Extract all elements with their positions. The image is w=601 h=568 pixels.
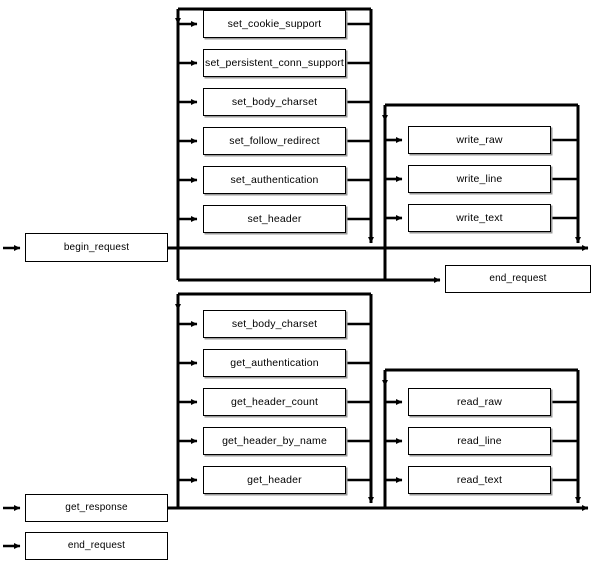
node-end-request-top[interactable]: end_request (445, 265, 591, 293)
node-label: end_request (489, 273, 547, 284)
node-label: set_follow_redirect (229, 134, 320, 147)
node-set-persistent-conn-support[interactable]: set_persistent_conn_support (203, 49, 346, 77)
node-get-response[interactable]: get_response (25, 494, 168, 522)
node-label: set_cookie_support (227, 17, 322, 30)
node-get-header[interactable]: get_header (203, 466, 346, 494)
node-label: write_raw (456, 133, 503, 146)
node-read-raw[interactable]: read_raw (408, 388, 551, 416)
node-begin-request[interactable]: begin_request (25, 233, 168, 262)
node-label: set_header (247, 212, 302, 225)
node-label: get_header_count (230, 395, 319, 408)
node-label: set_body_charset (231, 317, 318, 330)
node-label: get_authentication (230, 356, 319, 369)
node-get-header-count[interactable]: get_header_count (203, 388, 346, 416)
node-end-request-bottom[interactable]: end_request (25, 532, 168, 560)
node-label: read_text (456, 473, 503, 486)
node-get-authentication[interactable]: get_authentication (203, 349, 346, 377)
node-set-header[interactable]: set_header (203, 205, 346, 233)
node-label: write_line (456, 172, 503, 185)
node-set-follow-redirect[interactable]: set_follow_redirect (203, 127, 346, 155)
node-set-body-charset-response[interactable]: set_body_charset (203, 310, 346, 338)
node-set-cookie-support[interactable]: set_cookie_support (203, 10, 346, 38)
node-read-line[interactable]: read_line (408, 427, 551, 455)
node-set-body-charset[interactable]: set_body_charset (203, 88, 346, 116)
node-get-header-by-name[interactable]: get_header_by_name (203, 427, 346, 455)
node-label: write_text (456, 211, 503, 224)
node-label: read_raw (457, 395, 502, 408)
node-label: read_line (457, 434, 502, 447)
node-label: get_response (65, 502, 128, 513)
node-label: set_persistent_conn_support (205, 56, 344, 69)
node-label: get_header (247, 473, 302, 486)
node-label: get_header_by_name (222, 434, 327, 447)
node-label: set_body_charset (231, 95, 318, 108)
node-label: set_authentication (230, 173, 319, 186)
node-write-raw[interactable]: write_raw (408, 126, 551, 154)
node-label: begin_request (63, 241, 130, 253)
node-label: end_request (67, 540, 126, 551)
node-set-authentication[interactable]: set_authentication (203, 166, 346, 194)
node-write-line[interactable]: write_line (408, 165, 551, 193)
node-write-text[interactable]: write_text (408, 204, 551, 232)
node-read-text[interactable]: read_text (408, 466, 551, 494)
